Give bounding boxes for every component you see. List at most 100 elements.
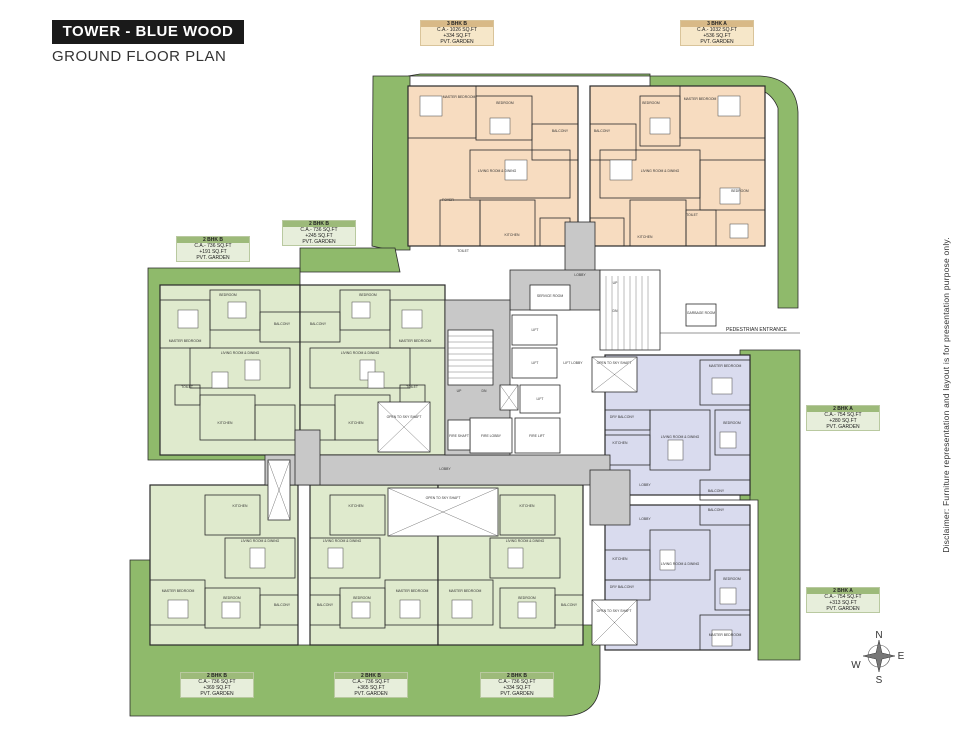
label-balcony: BALCONY [708, 489, 725, 493]
label-balcony: BALCONY [317, 603, 334, 607]
label-up: UP [457, 389, 462, 393]
label-garbage: GARBAGE ROOM [687, 311, 715, 315]
garden-mid [299, 247, 401, 273]
tag-2bhk-b-left: 2 BHK B C.A.- 736 SQ.FT +191 SQ.FT PVT. … [176, 236, 250, 262]
label-living: LIVING ROOM & DINING [661, 562, 700, 566]
label-fire-shaft: FIRE SHAFT [449, 434, 469, 438]
label-master-bedroom: MASTER BEDROOM [449, 589, 482, 593]
label-open-sky-4: OPEN TO SKY SHAFT [597, 609, 632, 613]
label-balcony: BALCONY [561, 603, 578, 607]
label-kitchen: KITCHEN [349, 421, 364, 425]
tag-3bhk-b: 3 BHK B C.A.- 1026 SQ.FT +334 SQ.FT PVT.… [420, 20, 494, 46]
label-living: LIVING ROOM & DINING [221, 351, 260, 355]
fire-lobby-room [469, 417, 513, 454]
label-toilet: TOILET [181, 385, 193, 389]
label-lobby-main: LOBBY [439, 467, 451, 471]
label-bedroom: BEDROOM [219, 293, 237, 297]
label-kitchen: KITCHEN [520, 504, 535, 508]
label-master-bedroom: MASTER BEDROOM [684, 97, 717, 101]
label-foyer: FOYER [442, 198, 454, 202]
label-bedroom: BEDROOM [353, 596, 371, 600]
label-toilet: TOILET [457, 249, 469, 253]
label-fire-lift: FIRE LIFT [529, 434, 545, 438]
label-living: LIVING ROOM & DINING [478, 169, 517, 173]
label-balcony: BALCONY [274, 603, 291, 607]
label-master-bedroom: MASTER BEDROOM [169, 339, 202, 343]
label-lift: LIFT [537, 397, 544, 401]
lift-1 [511, 314, 558, 346]
label-dry-balcony: DRY BALCONY [610, 585, 635, 589]
label-master-bedroom: MASTER BEDROOM [399, 339, 432, 343]
tag-2bhk-b-bl: 2 BHK B C.A.- 736 SQ.FT +369 SQ.FT PVT. … [180, 672, 254, 698]
stair-treads [448, 276, 649, 379]
label-living: LIVING ROOM & DINING [323, 539, 362, 543]
label-living: LIVING ROOM & DINING [506, 539, 545, 543]
label-dn: DN [482, 389, 487, 393]
label-master-bedroom: MASTER BEDROOM [396, 589, 429, 593]
label-bedroom: BEDROOM [518, 596, 536, 600]
label-master-bedroom: MASTER BEDROOM [709, 364, 742, 368]
service-room [529, 284, 571, 311]
label-bedroom: BEDROOM [723, 421, 741, 425]
room-labels: MASTER BEDROOM BEDROOM BALCONY LIVING RO… [162, 95, 749, 637]
label-balcony: BALCONY [594, 129, 611, 133]
compass-star [862, 639, 896, 673]
compass-w: W [851, 660, 861, 671]
garden-top-left [371, 75, 411, 251]
fire-lift-room [514, 417, 561, 454]
tag-2bhk-b-mid: 2 BHK B C.A.- 736 SQ.FT +245 SQ.FT PVT. … [282, 220, 356, 246]
compass-s: S [876, 675, 883, 686]
room-walls-2bhk-bottom [149, 494, 584, 629]
page-title: TOWER - BLUE WOOD [52, 20, 244, 44]
label-balcony: BALCONY [274, 322, 291, 326]
label-lobby: LOBBY [639, 517, 651, 521]
tag-2bhk-a-top: 2 BHK A C.A.- 754 SQ.FT +280 SQ.FT PVT. … [806, 405, 880, 431]
label-bedroom: BEDROOM [723, 577, 741, 581]
label-lift-lobby: LIFT LOBBY [563, 361, 583, 365]
label-lobby-top: LOBBY [574, 273, 586, 277]
label-lift: LIFT [532, 361, 539, 365]
label-bedroom: BEDROOM [496, 101, 514, 105]
label-toilet: TOILET [406, 385, 418, 389]
label-balcony: BALCONY [310, 322, 327, 326]
label-toilet: TOILET [686, 213, 698, 217]
label-open-sky-2: OPEN TO SKY SHAFT [426, 496, 461, 500]
tag-2bhk-a-bot: 2 BHK A C.A.- 754 SQ.FT +313 SQ.FT PVT. … [806, 587, 880, 613]
label-dry-balcony: DRY BALCONY [610, 415, 635, 419]
disclaimer: Disclaimer: Furniture representation and… [941, 237, 951, 553]
label-pedestrian-entrance: PEDESTRIAN ENTRANCE [726, 327, 788, 333]
fire-shaft-room [447, 419, 471, 451]
label-lobby: LOBBY [639, 483, 651, 487]
label-balcony: BALCONY [708, 508, 725, 512]
label-bedroom: BEDROOM [731, 189, 749, 193]
label-living: LIVING ROOM & DINING [341, 351, 380, 355]
lift-2 [511, 347, 558, 379]
label-master-bedroom: MASTER BEDROOM [443, 95, 476, 99]
label-bedroom: BEDROOM [359, 293, 377, 297]
label-kitchen: KITCHEN [505, 233, 520, 237]
furniture [167, 95, 749, 647]
label-kitchen: KITCHEN [233, 504, 248, 508]
label-fire-lobby: FIRE LOBBY [481, 434, 502, 438]
core-labels: LOBBY SERVICE ROOM LIFT LIFT LIFT LIFT L… [387, 273, 716, 613]
compass-n: N [875, 630, 882, 641]
garbage-room [685, 303, 717, 327]
label-service-room: SERVICE ROOM [537, 294, 563, 298]
tag-2bhk-b-bm: 2 BHK B C.A.- 736 SQ.FT +365 SQ.FT PVT. … [334, 672, 408, 698]
tag-2bhk-b-br: 2 BHK B C.A.- 736 SQ.FT +334 SQ.FT PVT. … [480, 672, 554, 698]
label-kitchen: KITCHEN [218, 421, 233, 425]
label-lift: LIFT [532, 328, 539, 332]
label-open-sky-1: OPEN TO SKY SHAFT [387, 415, 422, 419]
label-bedroom: BEDROOM [223, 596, 241, 600]
label-kitchen: KITCHEN [613, 441, 628, 445]
label-bedroom: BEDROOM [642, 101, 660, 105]
room-walls-2bhk-right [604, 359, 751, 651]
label-kitchen: KITCHEN [638, 235, 653, 239]
label-dn: DN [613, 309, 618, 313]
core-rooms [447, 269, 717, 454]
room-walls-3bhk [407, 85, 766, 247]
label-kitchen: KITCHEN [613, 557, 628, 561]
lift-3 [519, 384, 561, 414]
compass-e: E [898, 651, 905, 662]
